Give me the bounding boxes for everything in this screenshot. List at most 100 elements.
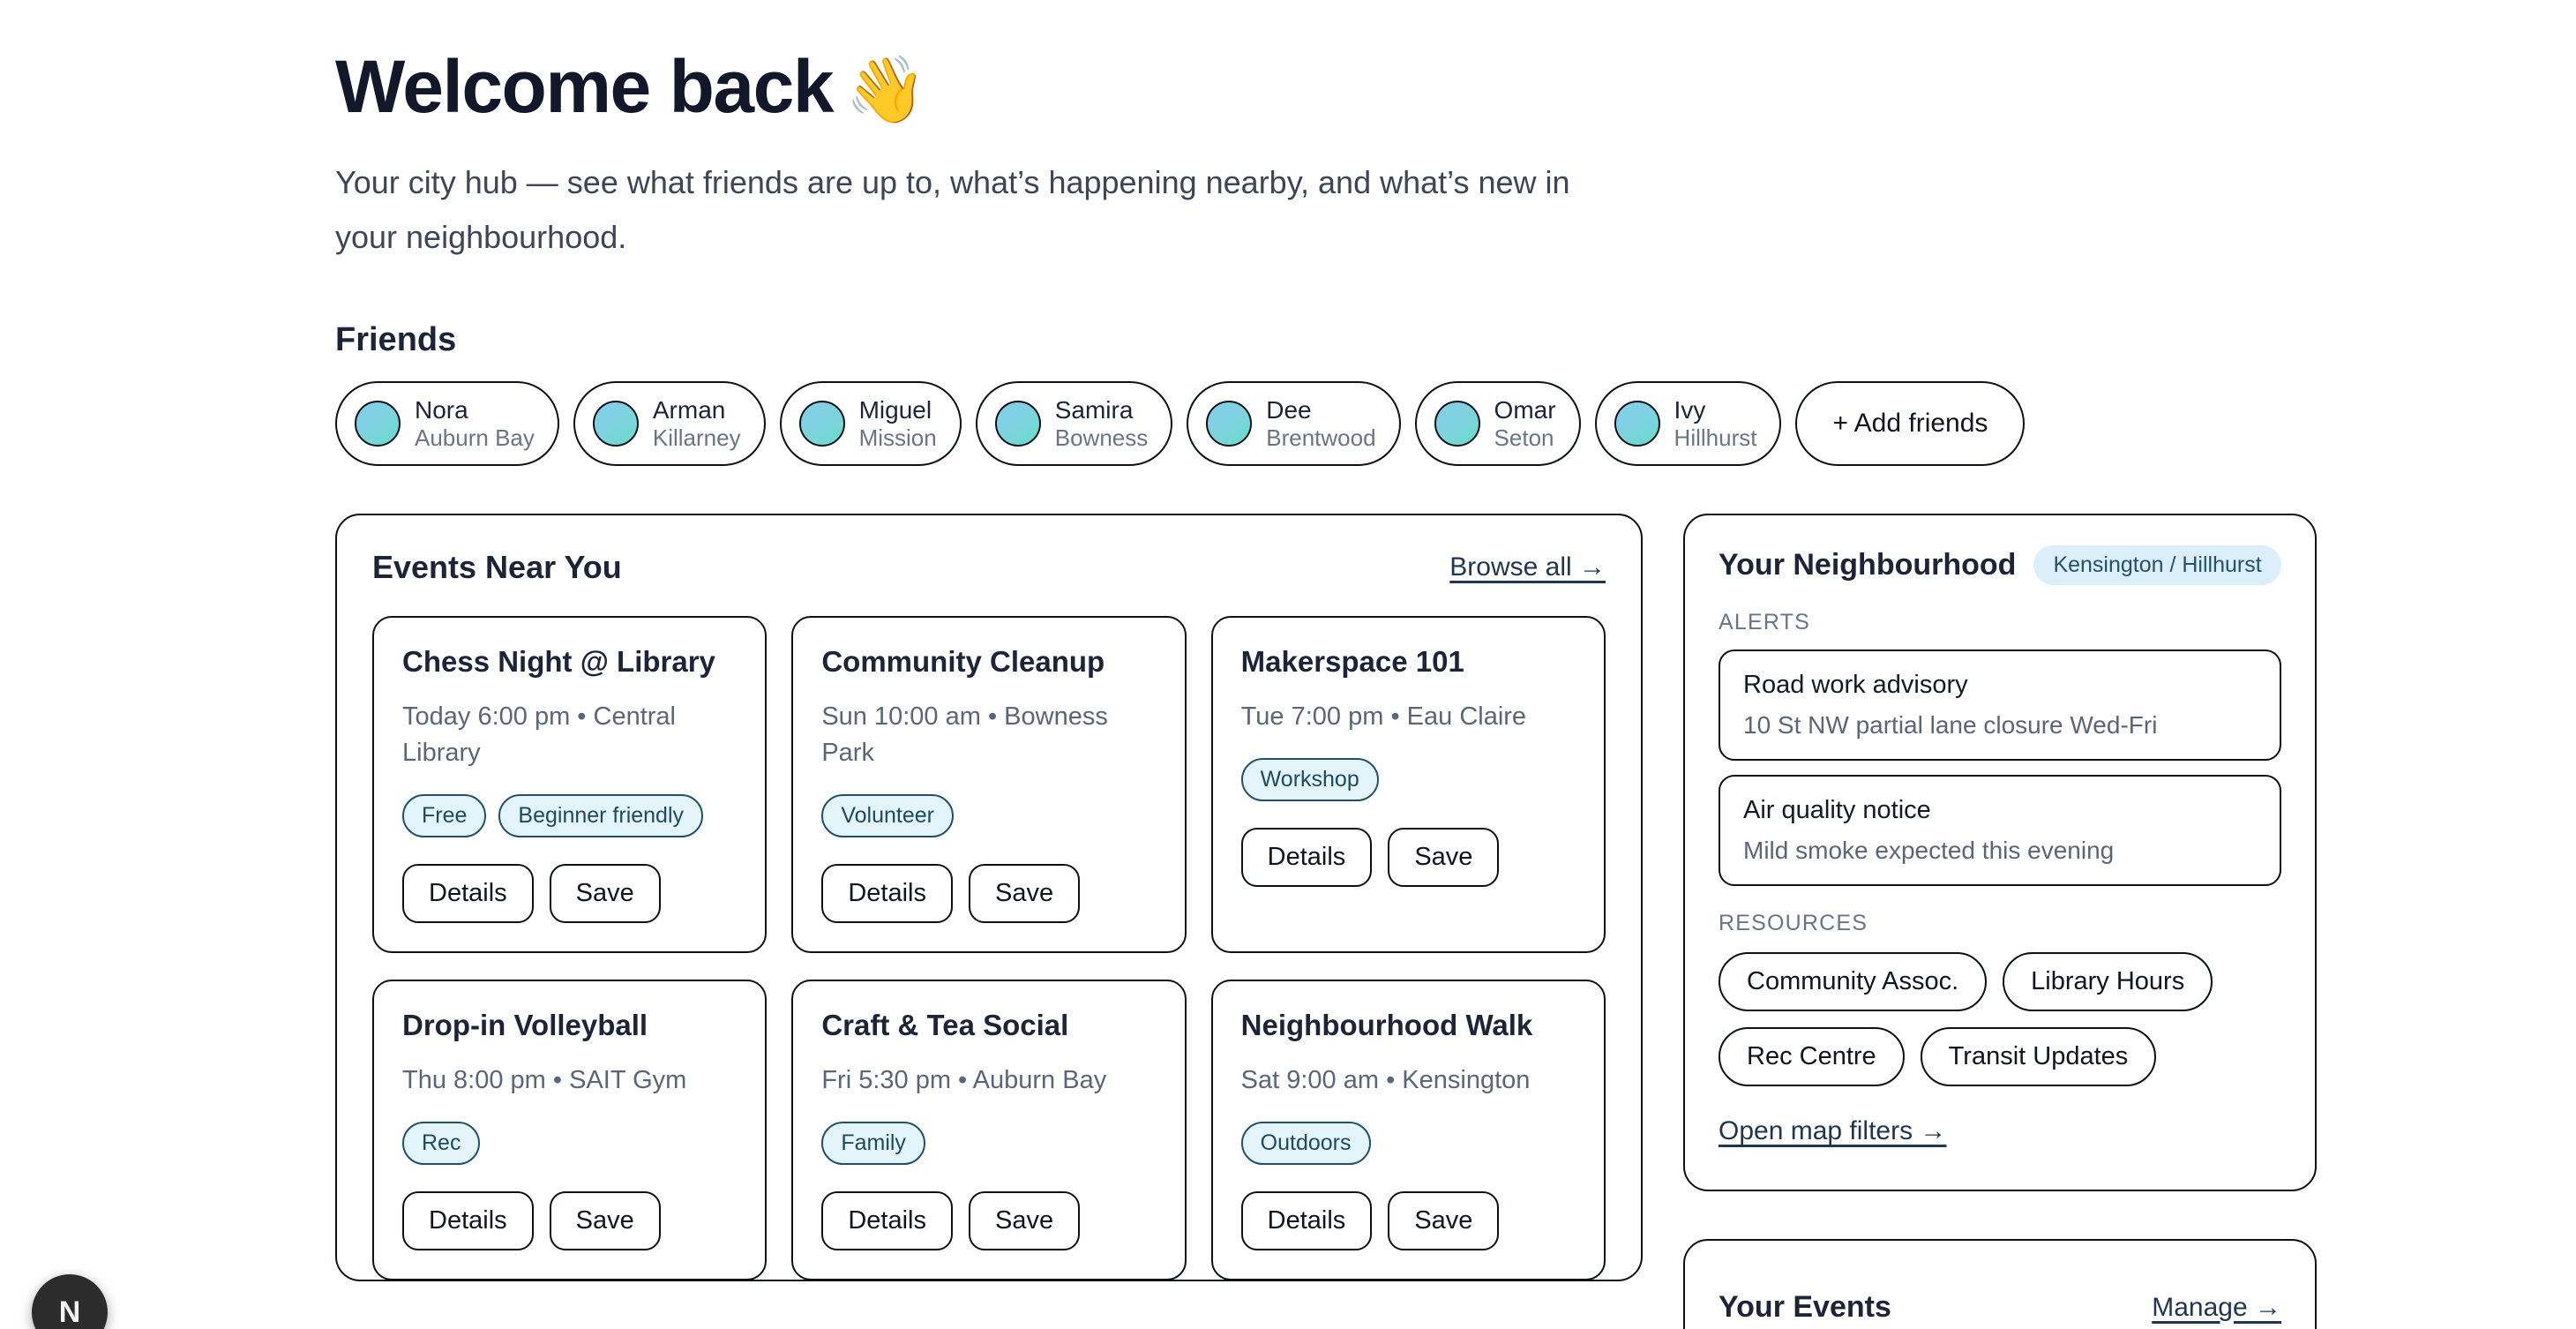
add-friends-button[interactable]: + Add friends <box>1795 381 2026 466</box>
friend-neighbourhood: Hillhurst <box>1674 424 1757 452</box>
event-title: Craft & Tea Social <box>821 1008 1069 1041</box>
event-actions: Details Save <box>1240 1191 1576 1250</box>
friends-heading: Friends <box>335 321 457 358</box>
friend-name: Arman <box>652 396 726 424</box>
friend-name: Omar <box>1494 396 1556 424</box>
event-card[interactable]: Community Cleanup Sun 10:00 am • Bowness… <box>791 616 1187 953</box>
manage-link[interactable]: Manage → <box>2152 1292 2281 1322</box>
alert-title: Road work advisory <box>1743 671 1968 699</box>
avatar <box>1614 401 1660 447</box>
browse-all-link[interactable]: Browse all → <box>1449 552 1606 582</box>
avatar <box>798 401 845 447</box>
friend-chip-samira[interactable]: Samira Bowness <box>975 381 1173 466</box>
event-card[interactable]: Makerspace 101 Tue 7:00 pm • Eau Claire … <box>1210 616 1606 953</box>
event-title: Community Cleanup <box>821 645 1105 678</box>
friend-text: Samira Bowness <box>1055 395 1149 452</box>
save-button[interactable]: Save <box>1388 1191 1500 1250</box>
event-meta: Tue 7:00 pm • Eau Claire <box>1240 702 1527 731</box>
event-card[interactable]: Drop-in Volleyball Thu 8:00 pm • SAIT Gy… <box>372 979 768 1280</box>
event-meta: Today 6:00 pm • Central Library <box>402 702 676 767</box>
hero-section: Welcome back👋 Your city hub — see what f… <box>335 49 1659 265</box>
event-tags: Free Beginner friendly <box>402 793 737 838</box>
event-actions: Details Save <box>821 864 1156 923</box>
event-card[interactable]: Chess Night @ Library Today 6:00 pm • Ce… <box>372 616 768 953</box>
event-actions: Details Save <box>821 1191 1156 1250</box>
friend-chip-dee[interactable]: Dee Brentwood <box>1187 381 1401 466</box>
event-meta: Sat 9:00 am • Kensington <box>1240 1065 1531 1094</box>
event-card[interactable]: Neighbourhood Walk Sat 9:00 am • Kensing… <box>1210 979 1606 1280</box>
details-button[interactable]: Details <box>402 1191 534 1250</box>
status-badge: Kensington / Hillhurst <box>2033 545 2281 585</box>
open-map-filters-link[interactable]: Open map filters → <box>1719 1115 1947 1145</box>
friend-chip-nora[interactable]: Nora Auburn Bay <box>335 381 559 466</box>
friend-text: Omar Seton <box>1494 395 1556 452</box>
alert-detail: 10 St NW partial lane closure Wed-Fri <box>1743 710 2158 739</box>
friend-name: Nora <box>415 396 468 424</box>
friend-chip-ivy[interactable]: Ivy Hillhurst <box>1594 381 1782 466</box>
alert-title: Air quality notice <box>1743 796 1931 825</box>
event-card[interactable]: Craft & Tea Social Fri 5:30 pm • Auburn … <box>791 979 1187 1280</box>
friend-text: Miguel Mission <box>859 395 937 452</box>
event-title: Drop-in Volleyball <box>402 1008 648 1041</box>
event-actions: Details Save <box>402 864 737 923</box>
friend-name: Samira <box>1054 396 1134 424</box>
resource-chip-library-hours[interactable]: Library Hours <box>2003 952 2213 1011</box>
resource-chip-community-assoc[interactable]: Community Assoc. <box>1719 952 1988 1011</box>
event-actions: Details Save <box>1240 828 1576 887</box>
resources-label: RESOURCES <box>1719 911 1868 936</box>
save-button[interactable]: Save <box>968 1191 1081 1250</box>
event-title: Chess Night @ Library <box>402 645 715 678</box>
event-tags: Workshop <box>1240 757 1576 802</box>
user-avatar-button[interactable]: N <box>32 1274 108 1329</box>
details-button[interactable]: Details <box>1240 828 1373 887</box>
friend-text: Arman Killarney <box>653 395 741 452</box>
event-title: Makerspace 101 <box>1240 645 1464 678</box>
avatar <box>1206 401 1253 447</box>
friend-neighbourhood: Seton <box>1494 424 1554 452</box>
friend-chip-miguel[interactable]: Miguel Mission <box>779 381 962 466</box>
events-grid: Chess Night @ Library Today 6:00 pm • Ce… <box>372 616 1606 1280</box>
friend-text: Nora Auburn Bay <box>415 395 535 452</box>
event-tag: Volunteer <box>821 793 954 838</box>
avatar <box>355 401 401 447</box>
events-panel-title: Events Near You <box>372 549 622 585</box>
event-tags: Volunteer <box>821 793 1156 838</box>
save-button[interactable]: Save <box>1388 828 1500 887</box>
waving-hand-icon: 👋 <box>845 53 926 126</box>
friend-neighbourhood: Brentwood <box>1266 424 1376 452</box>
alert-item[interactable]: Road work advisory 10 St NW partial lane… <box>1719 649 2281 762</box>
details-button[interactable]: Details <box>821 864 953 923</box>
page-title: Welcome back👋 <box>335 49 1659 124</box>
event-meta: Sun 10:00 am • Bowness Park <box>821 702 1108 767</box>
details-button[interactable]: Details <box>402 864 534 923</box>
events-near-you-panel: Events Near You Browse all → Chess Night… <box>335 514 1643 1281</box>
friend-neighbourhood: Bowness <box>1054 424 1149 452</box>
save-button[interactable]: Save <box>549 1191 661 1250</box>
friends-list: Nora Auburn Bay Arman Killarney Miguel M… <box>335 381 2026 466</box>
avatar <box>1434 401 1480 447</box>
details-button[interactable]: Details <box>1240 1191 1373 1250</box>
save-button[interactable]: Save <box>968 864 1081 923</box>
save-button[interactable]: Save <box>549 864 661 923</box>
event-tag: Beginner friendly <box>498 793 704 838</box>
friend-name: Miguel <box>858 396 932 424</box>
resources-list: Community Assoc. Library Hours Rec Centr… <box>1719 952 2281 1086</box>
friend-chip-arman[interactable]: Arman Killarney <box>573 381 766 466</box>
resource-chip-transit-updates[interactable]: Transit Updates <box>1920 1026 2157 1086</box>
alerts-label: ALERTS <box>1719 610 1811 634</box>
alert-item[interactable]: Air quality notice Mild smoke expected t… <box>1719 775 2281 887</box>
page-title-text: Welcome back <box>335 45 835 128</box>
avatar <box>592 401 639 447</box>
details-button[interactable]: Details <box>821 1191 953 1250</box>
friend-chip-omar[interactable]: Omar Seton <box>1414 381 1581 466</box>
friend-neighbourhood: Auburn Bay <box>415 424 535 452</box>
resource-chip-rec-centre[interactable]: Rec Centre <box>1719 1026 1905 1086</box>
event-tag: Family <box>821 1121 925 1165</box>
avatar <box>994 401 1041 447</box>
event-actions: Details Save <box>402 1191 737 1250</box>
event-title: Neighbourhood Walk <box>1240 1008 1533 1041</box>
friend-name: Ivy <box>1674 396 1706 424</box>
friend-name: Dee <box>1266 396 1312 424</box>
friend-neighbourhood: Killarney <box>652 424 741 452</box>
